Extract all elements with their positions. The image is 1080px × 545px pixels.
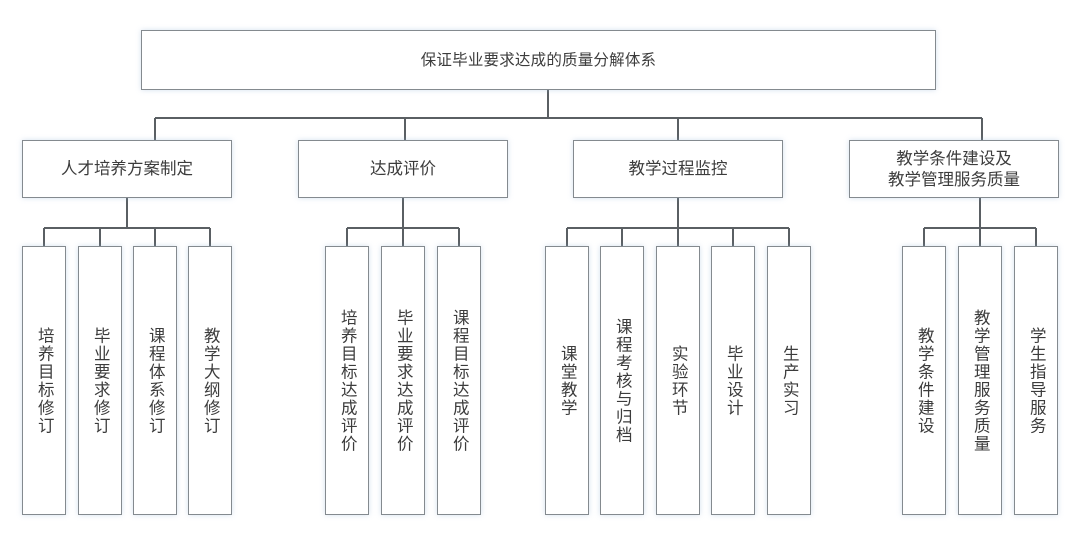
leaf-node-2-2[interactable]: 毕业要求达成评价 (381, 246, 425, 515)
leaf-node-1-2-label: 毕业要求修订 (91, 326, 111, 435)
leaf-node-3-3-label: 实验环节 (669, 344, 689, 417)
branch-node-1[interactable]: 人才培养方案制定 (22, 140, 232, 198)
leaf-node-4-1[interactable]: 教学条件建设 (902, 246, 946, 515)
root-node[interactable]: 保证毕业要求达成的质量分解体系 (141, 30, 936, 90)
leaf-node-3-3[interactable]: 实验环节 (656, 246, 700, 515)
branch-node-2[interactable]: 达成评价 (298, 140, 508, 198)
branch-node-1-label: 人才培养方案制定 (61, 159, 193, 179)
leaf-node-1-1[interactable]: 培养目标修订 (22, 246, 66, 515)
leaf-node-4-2-label: 教学管理服务质量 (971, 308, 991, 453)
branch-node-3[interactable]: 教学过程监控 (573, 140, 783, 198)
branch-node-4-label-line2: 教学管理服务质量 (888, 170, 1020, 189)
leaf-node-3-4-label: 毕业设计 (724, 344, 744, 417)
leaf-node-1-1-label: 培养目标修订 (35, 326, 55, 435)
leaf-node-2-2-label: 毕业要求达成评价 (394, 308, 414, 453)
leaf-node-1-4[interactable]: 教学大纲修订 (188, 246, 232, 515)
leaf-node-4-2[interactable]: 教学管理服务质量 (958, 246, 1002, 515)
branch-node-4-label: 教学条件建设及 教学管理服务质量 (888, 148, 1020, 191)
leaf-node-2-3-label: 课程目标达成评价 (450, 308, 470, 453)
leaf-node-2-3[interactable]: 课程目标达成评价 (437, 246, 481, 515)
leaf-node-1-3-label: 课程体系修订 (146, 326, 166, 435)
branch-node-4-label-line1: 教学条件建设及 (896, 148, 1012, 168)
leaf-node-3-2-label: 课程考核与归档 (613, 317, 633, 444)
leaf-node-3-4[interactable]: 毕业设计 (711, 246, 755, 515)
leaf-node-3-5-label: 生产实习 (780, 344, 800, 417)
leaf-node-3-1-label: 课堂教学 (558, 344, 578, 417)
leaf-node-1-2[interactable]: 毕业要求修订 (78, 246, 122, 515)
branch-node-4[interactable]: 教学条件建设及 教学管理服务质量 (849, 140, 1059, 198)
leaf-node-1-4-label: 教学大纲修订 (201, 326, 221, 435)
leaf-node-4-3[interactable]: 学生指导服务 (1014, 246, 1058, 515)
leaf-node-3-2[interactable]: 课程考核与归档 (600, 246, 644, 515)
leaf-node-3-5[interactable]: 生产实习 (767, 246, 811, 515)
branch-node-3-label: 教学过程监控 (628, 159, 728, 179)
branch-node-2-label: 达成评价 (370, 159, 436, 179)
leaf-node-4-1-label: 教学条件建设 (915, 326, 935, 435)
leaf-node-2-1-label: 培养目标达成评价 (338, 308, 358, 453)
root-node-label: 保证毕业要求达成的质量分解体系 (420, 50, 657, 69)
leaf-node-2-1[interactable]: 培养目标达成评价 (325, 246, 369, 515)
leaf-node-1-3[interactable]: 课程体系修订 (133, 246, 177, 515)
leaf-node-4-3-label: 学生指导服务 (1027, 326, 1047, 435)
leaf-node-3-1[interactable]: 课堂教学 (545, 246, 589, 515)
